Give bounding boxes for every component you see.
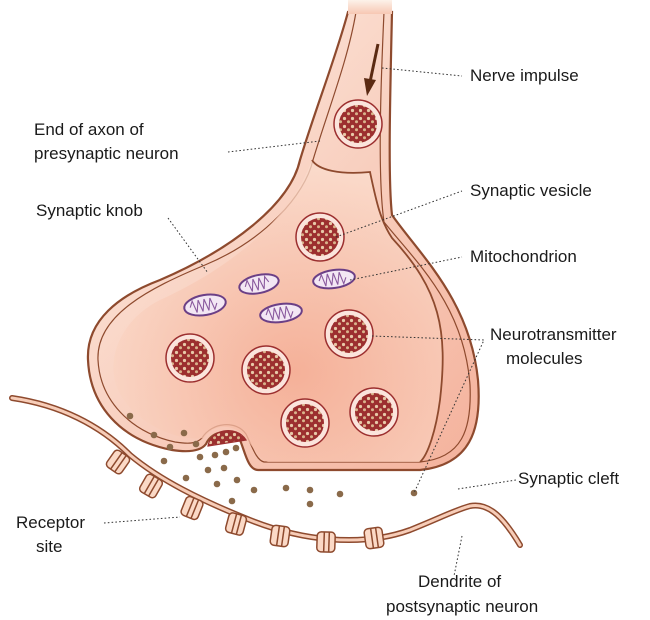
label-synaptic-knob: Synaptic knob xyxy=(36,201,143,220)
label-nerve-impulse: Nerve impulse xyxy=(470,66,579,85)
label-synaptic-cleft: Synaptic cleft xyxy=(518,469,619,488)
receptor-site xyxy=(270,525,291,547)
label-dendrite-line1: Dendrite of xyxy=(418,572,501,591)
receptor-site xyxy=(364,527,385,549)
axon-top xyxy=(348,0,392,14)
label-dendrite-line2: postsynaptic neuron xyxy=(386,597,538,616)
label-neurotransmitter-line2: molecules xyxy=(506,349,583,368)
label-mitochondrion: Mitochondrion xyxy=(470,247,577,266)
synaptic-vesicle xyxy=(334,100,382,148)
synaptic-vesicle xyxy=(350,388,398,436)
label-synaptic-vesicle: Synaptic vesicle xyxy=(470,181,592,200)
synaptic-vesicle xyxy=(242,346,290,394)
synaptic-knob xyxy=(88,0,479,470)
label-receptor-line1: Receptor xyxy=(16,513,85,532)
receptor-site xyxy=(225,512,248,536)
synaptic-vesicle xyxy=(166,334,214,382)
label-receptor-line2: site xyxy=(36,537,62,556)
label-end-of-axon-line1: End of axon of xyxy=(34,120,144,139)
synaptic-vesicle xyxy=(281,399,329,447)
label-neurotransmitter-line1: Neurotransmitter xyxy=(490,325,617,344)
label-end-of-axon-line2: presynaptic neuron xyxy=(34,144,179,163)
synaptic-vesicle xyxy=(325,310,373,358)
receptor-site xyxy=(317,532,336,553)
